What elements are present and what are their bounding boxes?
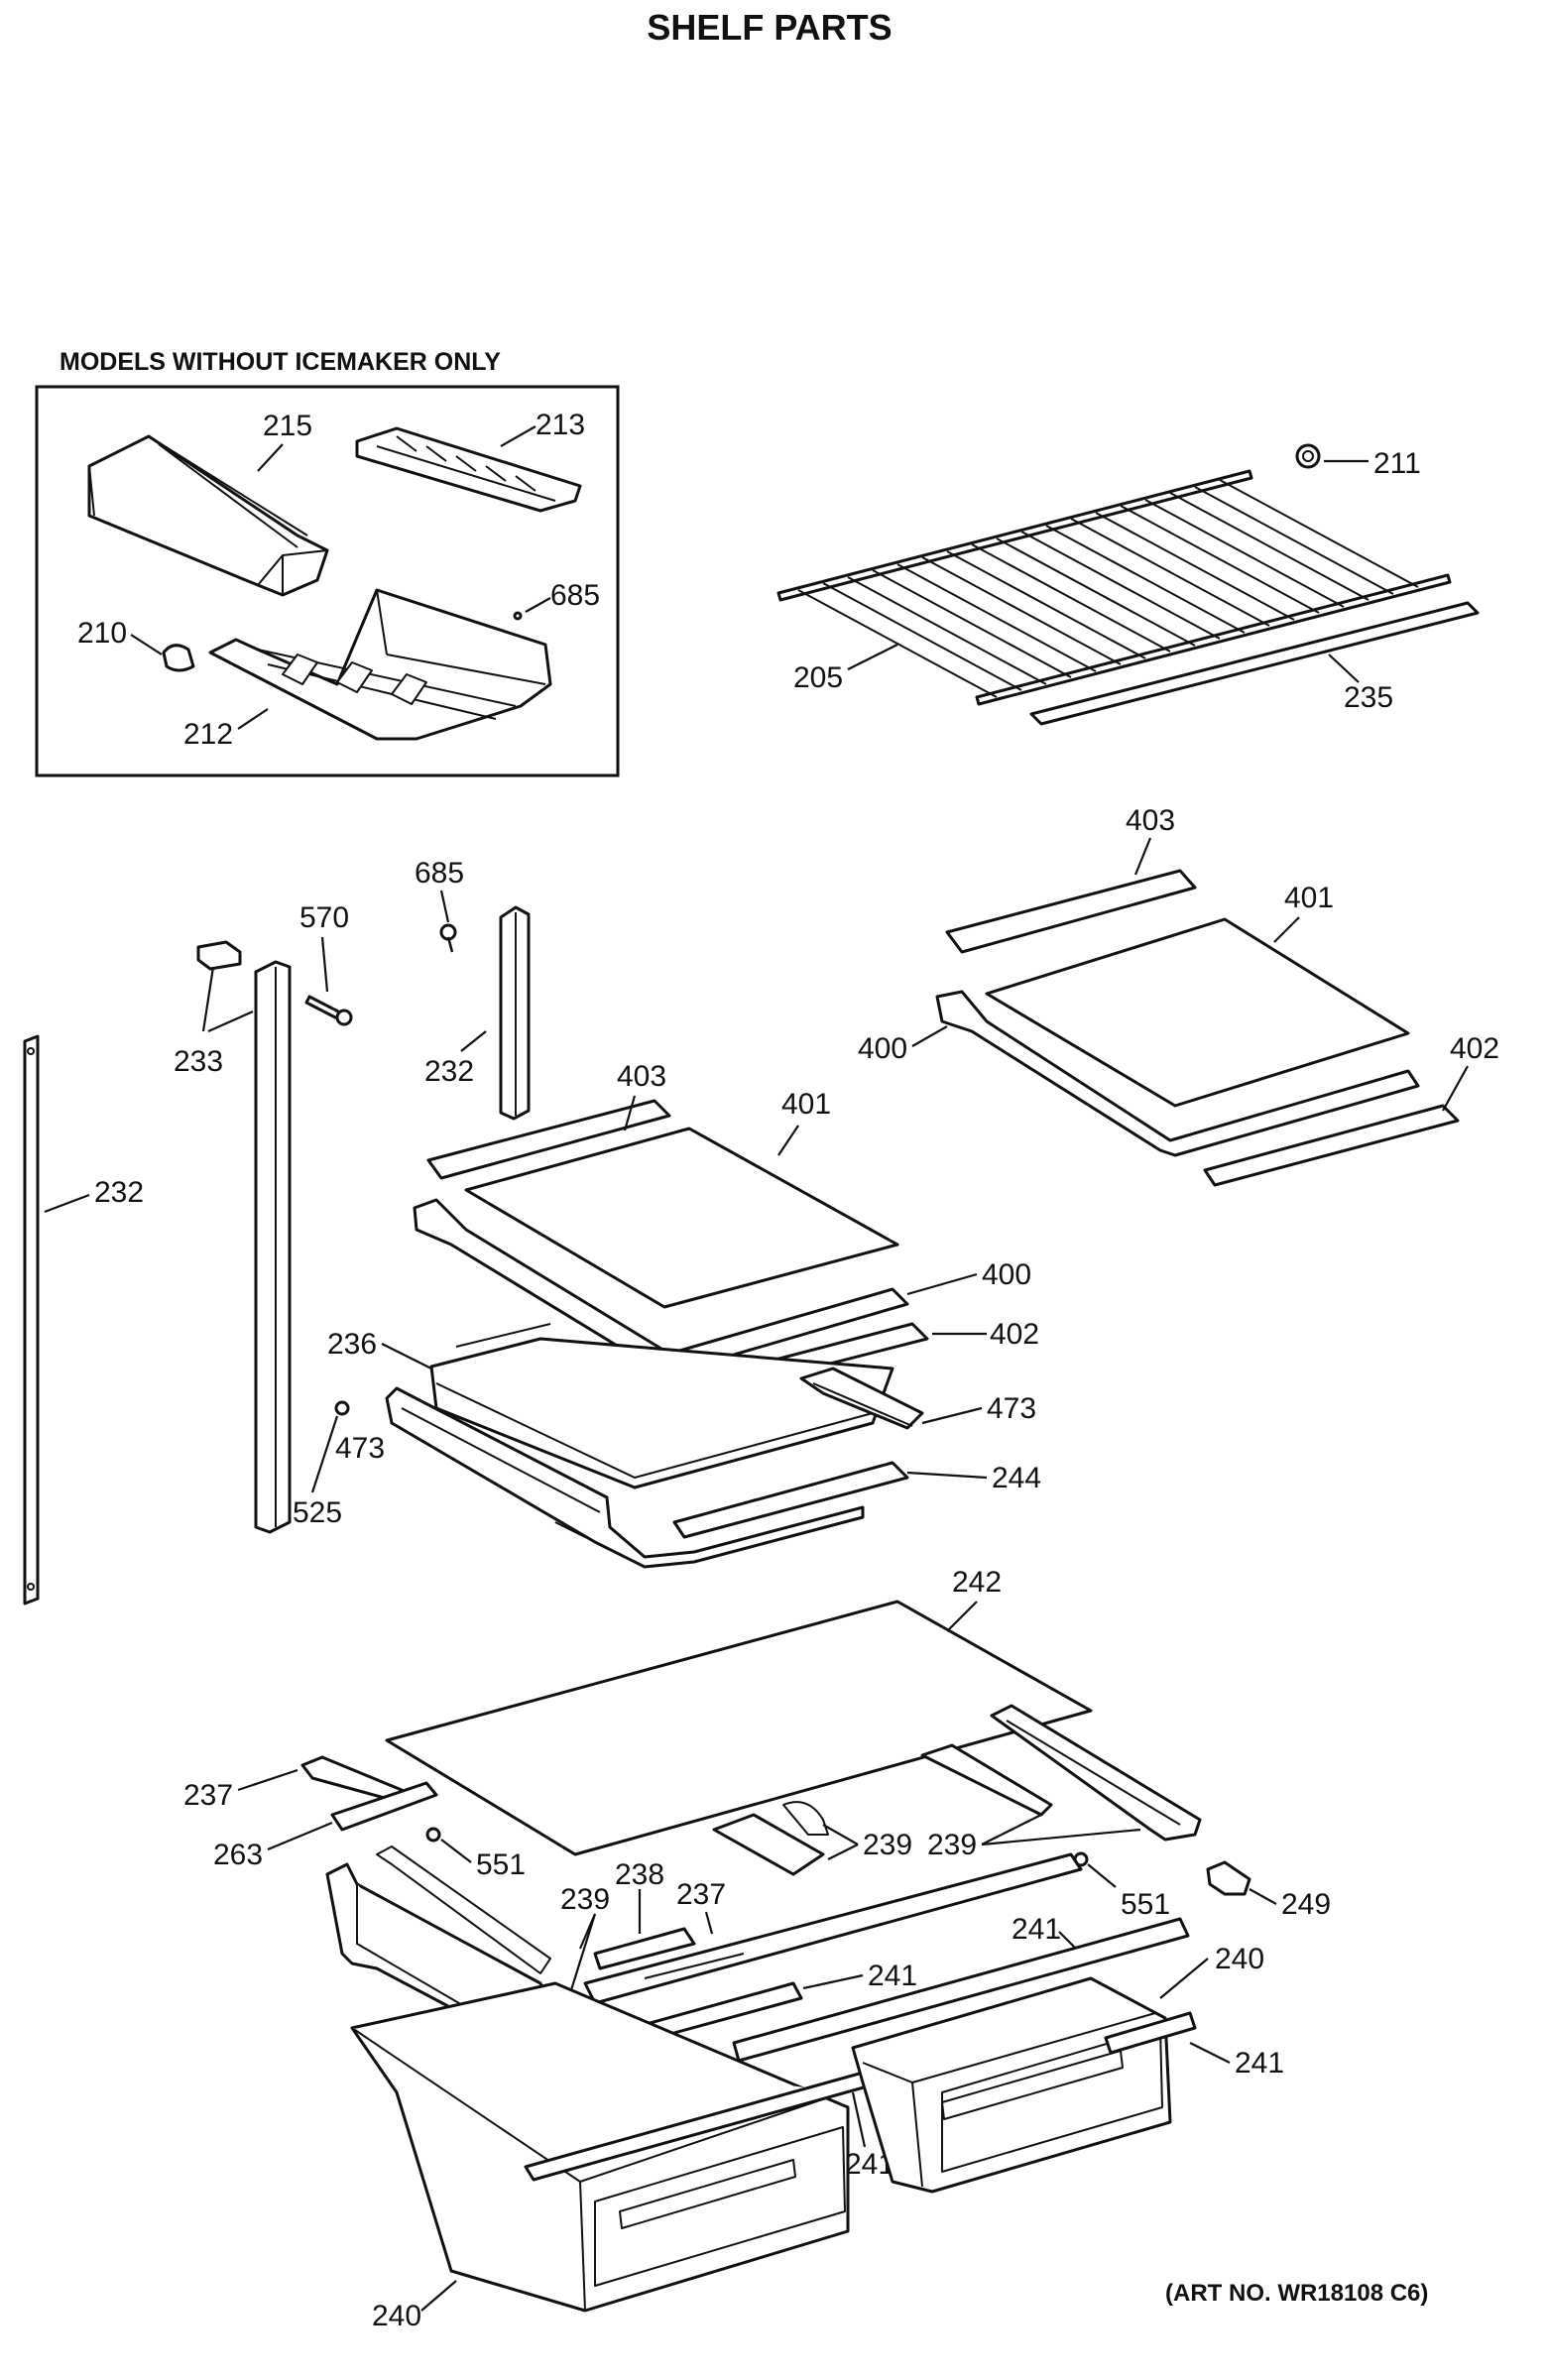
bracket-239-right-part bbox=[920, 1704, 1202, 1842]
label-213: 213 bbox=[536, 409, 585, 441]
label-473-right: 473 bbox=[987, 1392, 1036, 1425]
crisper-cover-trim bbox=[672, 1461, 909, 1539]
cap-part bbox=[1295, 443, 1321, 469]
crisper-frame-part bbox=[385, 1386, 865, 1569]
label-240-top: 240 bbox=[1215, 1943, 1264, 1975]
drawer-handle-241-right bbox=[1104, 2011, 1197, 2055]
trim-238-part bbox=[593, 1927, 696, 1970]
label-215: 215 bbox=[263, 410, 312, 442]
label-235: 235 bbox=[1344, 681, 1393, 714]
label-211: 211 bbox=[1373, 447, 1421, 480]
inset-box bbox=[35, 385, 620, 777]
trim-263-part bbox=[330, 1781, 438, 1832]
label-205: 205 bbox=[793, 661, 843, 694]
label-242: 242 bbox=[952, 1566, 1002, 1599]
right-shelf-front-trim bbox=[945, 869, 1197, 954]
label-241-center: 241 bbox=[868, 1960, 917, 1992]
trim-237-left-part bbox=[300, 1755, 404, 1802]
right-shelf-rear-trim bbox=[1203, 1104, 1460, 1187]
shelf-rail-center bbox=[499, 905, 531, 1121]
clip-part bbox=[196, 940, 242, 971]
label-240-bottom: 240 bbox=[372, 2300, 421, 2332]
left-shelf-glass bbox=[464, 1127, 899, 1309]
label-241-top: 241 bbox=[1012, 1913, 1061, 1946]
label-570: 570 bbox=[299, 901, 349, 934]
bracket-239-part bbox=[712, 1801, 829, 1876]
label-401-right: 401 bbox=[1284, 882, 1334, 914]
label-237-left: 237 bbox=[183, 1779, 233, 1812]
drawer-trim-241-right bbox=[732, 1917, 1190, 2063]
shelf-trim-part bbox=[1029, 601, 1480, 726]
clip-249-part bbox=[1206, 1860, 1251, 1896]
crisper-cover-part bbox=[429, 1323, 894, 1489]
screw-551-left-part bbox=[425, 1827, 441, 1843]
label-525: 525 bbox=[293, 1496, 342, 1529]
ice-bucket-part bbox=[87, 434, 329, 597]
left-shelf-front-trim bbox=[426, 1099, 671, 1180]
label-402-right: 402 bbox=[1450, 1032, 1499, 1065]
shelf-rail-far-left bbox=[23, 1034, 40, 1606]
screw-570-part bbox=[304, 995, 353, 1026]
label-263: 263 bbox=[213, 1839, 263, 1871]
label-551-left: 551 bbox=[476, 1848, 526, 1881]
label-400-left: 400 bbox=[982, 1258, 1031, 1291]
label-685-inset: 685 bbox=[550, 579, 600, 612]
label-237-center: 237 bbox=[676, 1878, 726, 1911]
label-473-left: 473 bbox=[335, 1432, 385, 1465]
ice-storage-pan-part bbox=[208, 588, 552, 741]
crisper-rail-left-part bbox=[325, 1845, 557, 2035]
label-244: 244 bbox=[992, 1462, 1041, 1494]
wire-shelf-part bbox=[776, 469, 1452, 706]
right-shelf-glass bbox=[985, 917, 1410, 1108]
shelf-rail-left bbox=[254, 960, 292, 1534]
label-685: 685 bbox=[415, 857, 464, 890]
label-232-center: 232 bbox=[424, 1055, 474, 1088]
art-number: (ART NO. WR18108 C6) bbox=[1165, 2280, 1428, 2307]
right-shelf-frame bbox=[935, 990, 1420, 1157]
ice-tray-part bbox=[355, 426, 582, 513]
left-shelf-frame bbox=[413, 1198, 909, 1375]
label-236: 236 bbox=[327, 1328, 377, 1361]
label-238: 238 bbox=[615, 1858, 664, 1891]
label-232-left: 232 bbox=[94, 1176, 144, 1209]
label-551-right: 551 bbox=[1121, 1888, 1170, 1921]
label-239-center: 239 bbox=[863, 1829, 912, 1861]
label-241-right: 241 bbox=[1235, 2047, 1284, 2080]
label-403-right: 403 bbox=[1126, 804, 1175, 837]
slide-rail-part bbox=[799, 1367, 924, 1430]
label-239-right: 239 bbox=[927, 1829, 977, 1861]
knob-part bbox=[162, 644, 195, 672]
label-400-right: 400 bbox=[858, 1032, 907, 1065]
screw-473-part bbox=[334, 1400, 350, 1416]
label-401-left: 401 bbox=[781, 1088, 831, 1121]
label-233: 233 bbox=[174, 1045, 223, 1078]
screw-part bbox=[513, 611, 523, 621]
crisper-glass-part bbox=[385, 1600, 1093, 1856]
label-239-left: 239 bbox=[560, 1883, 610, 1916]
rail-237-center-part bbox=[583, 1852, 1083, 2005]
label-212: 212 bbox=[183, 718, 233, 751]
screw-685-part bbox=[439, 923, 457, 953]
inset-title: MODELS WITHOUT ICEMAKER ONLY bbox=[60, 348, 501, 376]
label-402-left: 402 bbox=[990, 1318, 1039, 1351]
label-249: 249 bbox=[1281, 1888, 1331, 1921]
crisper-drawer-right bbox=[851, 1976, 1172, 2194]
label-210: 210 bbox=[77, 617, 127, 650]
page-title: SHELF PARTS bbox=[647, 7, 892, 48]
label-403-left: 403 bbox=[617, 1060, 666, 1093]
